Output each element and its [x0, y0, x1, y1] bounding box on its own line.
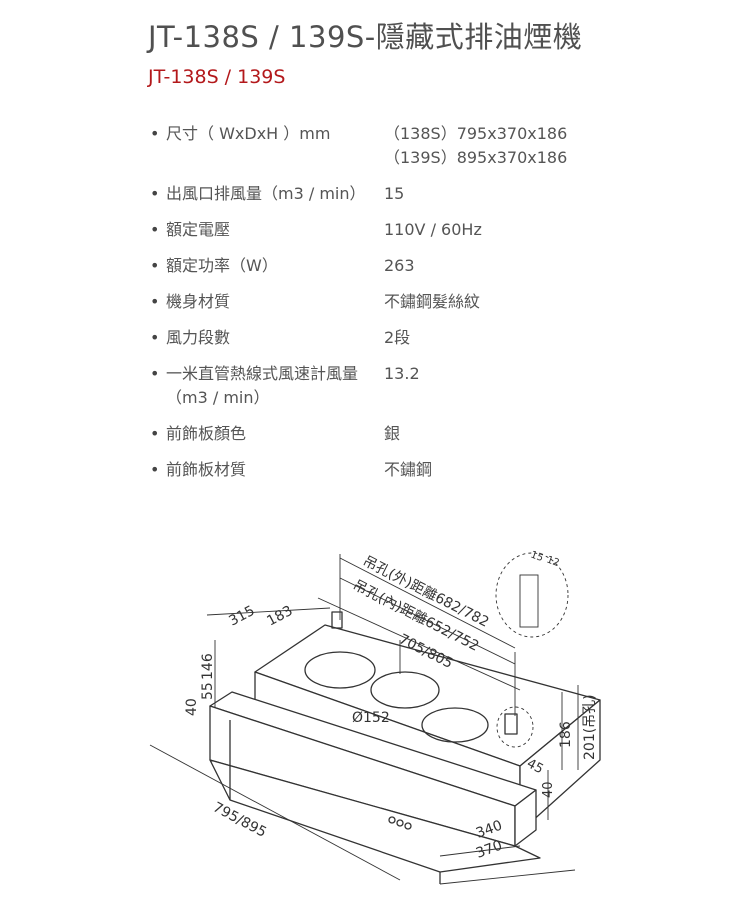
- dim-45: 45: [524, 756, 546, 777]
- page-title: JT-138S / 139S-隱藏式排油煙機: [148, 20, 583, 54]
- spec-value: 不鏽鋼: [384, 458, 590, 482]
- spec-value: 銀: [384, 422, 590, 446]
- spec-value: （138S）795x370x186 （139S）895x370x186: [384, 122, 590, 170]
- spec-row-measured-airflow: • 一米直管熱線式風速計風量（m3 / min） 13.2: [150, 362, 590, 410]
- spec-label: 額定功率（W）: [166, 256, 278, 275]
- dim-186: 186: [558, 721, 574, 748]
- dim-201: 201(吊孔): [582, 694, 598, 760]
- spec-value-line: 不鏽鋼: [384, 460, 433, 479]
- spec-value-line: 263: [384, 256, 415, 275]
- spec-value-line: 15: [384, 184, 405, 203]
- spec-label: 尺寸（ WxDxH ）mm: [166, 124, 331, 143]
- spec-value-line: 不鏽鋼髮絲紋: [384, 292, 481, 311]
- dim-40-left: 40: [184, 698, 200, 716]
- spec-value: 2段: [384, 326, 590, 350]
- bullet-icon: •: [150, 220, 160, 239]
- dim-15: 15: [529, 549, 545, 564]
- spec-value: 13.2: [384, 362, 590, 410]
- spec-label: 額定電壓: [166, 220, 231, 239]
- spec-row-body-material: • 機身材質 不鏽鋼髮絲紋: [150, 290, 590, 314]
- bullet-icon: •: [150, 328, 160, 347]
- bullet-icon: •: [150, 460, 160, 479]
- dim-depth-315: 315: [226, 603, 257, 630]
- bullet-icon: •: [150, 184, 160, 203]
- dim-146: 146: [200, 653, 216, 680]
- spec-row-size: • 尺寸（ WxDxH ）mm （138S）795x370x186 （139S）…: [150, 122, 590, 170]
- spec-label: 風力段數: [166, 328, 231, 347]
- spec-value-line: （138S）795x370x186: [384, 124, 568, 143]
- bullet-icon: •: [150, 292, 160, 311]
- spec-value: 110V / 60Hz: [384, 218, 590, 242]
- bullet-icon: •: [150, 424, 160, 443]
- spec-row-power: • 額定功率（W） 263: [150, 254, 590, 278]
- spec-row-airflow: • 出風口排風量（m3 / min） 15: [150, 182, 590, 206]
- dimension-diagram: 吊孔(外)距離682/782 吊孔(內)距離652/752 705/805 79…: [149, 549, 601, 885]
- dim-depth-183: 183: [264, 603, 295, 630]
- spec-row-panel-material: • 前飾板材質 不鏽鋼: [150, 458, 590, 482]
- spec-list: • 尺寸（ WxDxH ）mm （138S）795x370x186 （139S）…: [150, 122, 590, 494]
- spec-label: 出風口排風量（m3 / min）: [166, 184, 366, 203]
- spec-label: 機身材質: [166, 292, 231, 311]
- dim-12: 12: [545, 554, 561, 569]
- spec-value: 15: [384, 182, 590, 206]
- spec-label: 一米直管熱線式風速計風量（m3 / min）: [166, 364, 359, 407]
- spec-value: 263: [384, 254, 590, 278]
- spec-row-panel-color: • 前飾板顏色 銀: [150, 422, 590, 446]
- spec-value: 不鏽鋼髮絲紋: [384, 290, 590, 314]
- dim-55: 55: [200, 682, 216, 700]
- spec-value-line: 銀: [384, 424, 401, 443]
- spec-value-line: 110V / 60Hz: [384, 220, 482, 239]
- model-subtitle: JT-138S / 139S: [148, 66, 286, 88]
- spec-row-fan-speeds: • 風力段數 2段: [150, 326, 590, 350]
- spec-row-voltage: • 額定電壓 110V / 60Hz: [150, 218, 590, 242]
- dim-diameter: Ø152: [352, 710, 390, 726]
- spec-value-line: 2段: [384, 328, 411, 347]
- bullet-icon: •: [150, 256, 160, 275]
- spec-value-line: 13.2: [384, 364, 420, 383]
- spec-value-line: （139S）895x370x186: [384, 148, 568, 167]
- spec-label: 前飾板顏色: [166, 424, 247, 443]
- bullet-icon: •: [150, 124, 160, 143]
- spec-label: 前飾板材質: [166, 460, 247, 479]
- bullet-icon: •: [150, 364, 160, 383]
- dim-40-right: 40: [541, 781, 556, 798]
